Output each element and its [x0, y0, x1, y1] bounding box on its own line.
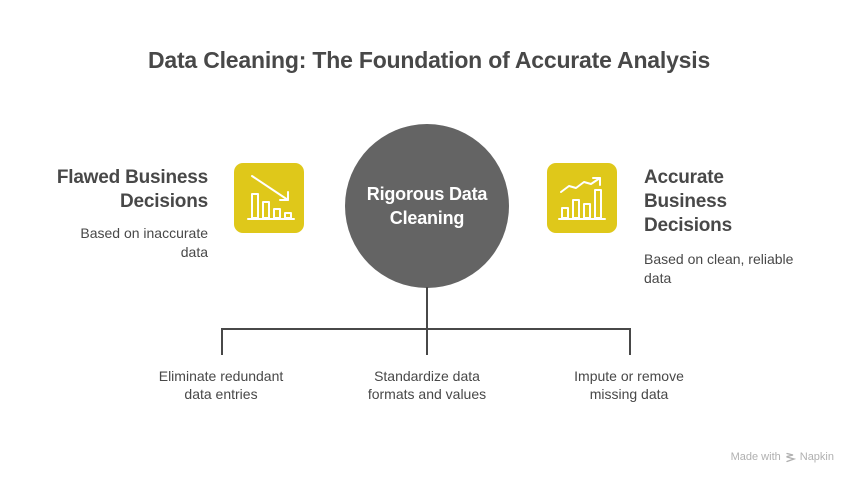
accurate-decisions-subtitle: Based on clean, reliable data [644, 250, 844, 288]
central-concept-circle: Rigorous Data Cleaning [345, 124, 509, 288]
branch-line: Standardize data [374, 368, 480, 384]
branch-impute-missing: Impute or remove missing data [529, 367, 729, 403]
title-line: Decisions [644, 215, 732, 236]
subtitle-line: data [180, 244, 208, 260]
branch-eliminate-redundant: Eliminate redundant data entries [121, 367, 321, 403]
napkin-brand-label: Napkin [799, 451, 834, 463]
flawed-decisions-subtitle: Based on inaccurate data [8, 224, 208, 262]
label-line: Cleaning [389, 208, 465, 228]
title-line: Accurate [644, 167, 724, 188]
branch-bar-connector [221, 328, 631, 355]
title-line: Business [644, 191, 727, 212]
rising-chart-icon-box [547, 163, 617, 233]
branch-line: Impute or remove [574, 368, 684, 384]
branch-line: formats and values [367, 386, 487, 402]
branch-line: Eliminate redundant [158, 368, 284, 384]
branch-line: data entries [184, 386, 258, 402]
flawed-decisions-title: Flawed Business Decisions [8, 166, 208, 214]
branch-standardize: Standardize data formats and values [327, 367, 527, 403]
rising-bar-chart-icon [558, 177, 606, 220]
napkin-logo-icon [786, 452, 796, 462]
made-with-napkin-badge[interactable]: Made with Napkin [731, 451, 834, 463]
flawed-decisions-block: Flawed Business Decisions Based on inacc… [8, 166, 208, 262]
subtitle-line: Based on clean, reliable [644, 251, 794, 267]
declining-bar-chart-icon [247, 175, 295, 220]
branch-line: missing data [589, 386, 669, 402]
accurate-decisions-title: Accurate Business Decisions [644, 166, 844, 238]
label-line: Rigorous Data [366, 184, 488, 204]
diagram-title: Data Cleaning: The Foundation of Accurat… [147, 47, 711, 73]
title-line: Decisions [120, 191, 208, 212]
subtitle-line: data [644, 270, 672, 286]
accurate-decisions-block: Accurate Business Decisions Based on cle… [644, 166, 844, 288]
central-concept-label: Rigorous Data Cleaning [366, 182, 488, 230]
subtitle-line: Based on inaccurate [80, 225, 208, 241]
declining-chart-icon-box [234, 163, 304, 233]
title-line: Flawed Business [56, 167, 208, 188]
made-with-label: Made with [730, 451, 781, 463]
